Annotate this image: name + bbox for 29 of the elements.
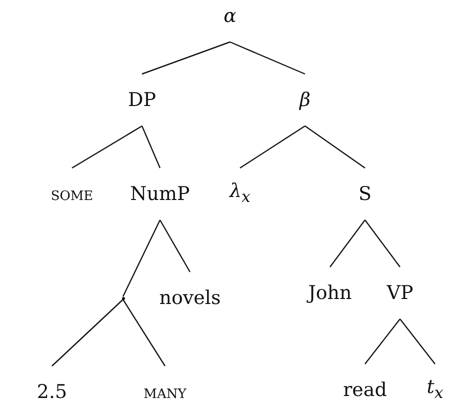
tree-node-label: DP	[128, 88, 156, 112]
tree-branch	[122, 299, 166, 366]
tree-branch	[159, 220, 191, 272]
tree-branch	[52, 299, 124, 366]
tree-branch	[141, 126, 161, 168]
tree-node-label: novels	[159, 286, 221, 310]
branch-point	[122, 296, 124, 300]
tree-branch	[304, 126, 366, 168]
tree-node-label: many	[144, 380, 186, 404]
tree-branch	[72, 125, 142, 169]
tree-branch	[364, 318, 400, 364]
tree-branch	[142, 41, 230, 75]
tree-node-label: NumP	[130, 182, 190, 206]
tree-node-label: λ$_{x}$	[230, 179, 250, 209]
tree-branch	[364, 220, 400, 268]
tree-node-label: VP	[386, 281, 414, 305]
tree-branch	[240, 126, 306, 168]
tree-node-label: S	[358, 182, 372, 206]
tree-node-label: β	[300, 88, 310, 112]
tree-branch	[230, 41, 306, 75]
tree-node-label: John	[308, 281, 352, 305]
tree-branch	[122, 220, 161, 297]
tree-node-label: 2.5	[36, 380, 68, 404]
tree-node-label: t$_{x}$	[426, 375, 444, 405]
tree-node-label: some	[50, 182, 94, 206]
tree-node-label: α	[224, 4, 236, 28]
tree-branch	[400, 318, 436, 364]
tree-node-label: read	[343, 378, 387, 402]
tree-branch	[330, 220, 366, 268]
